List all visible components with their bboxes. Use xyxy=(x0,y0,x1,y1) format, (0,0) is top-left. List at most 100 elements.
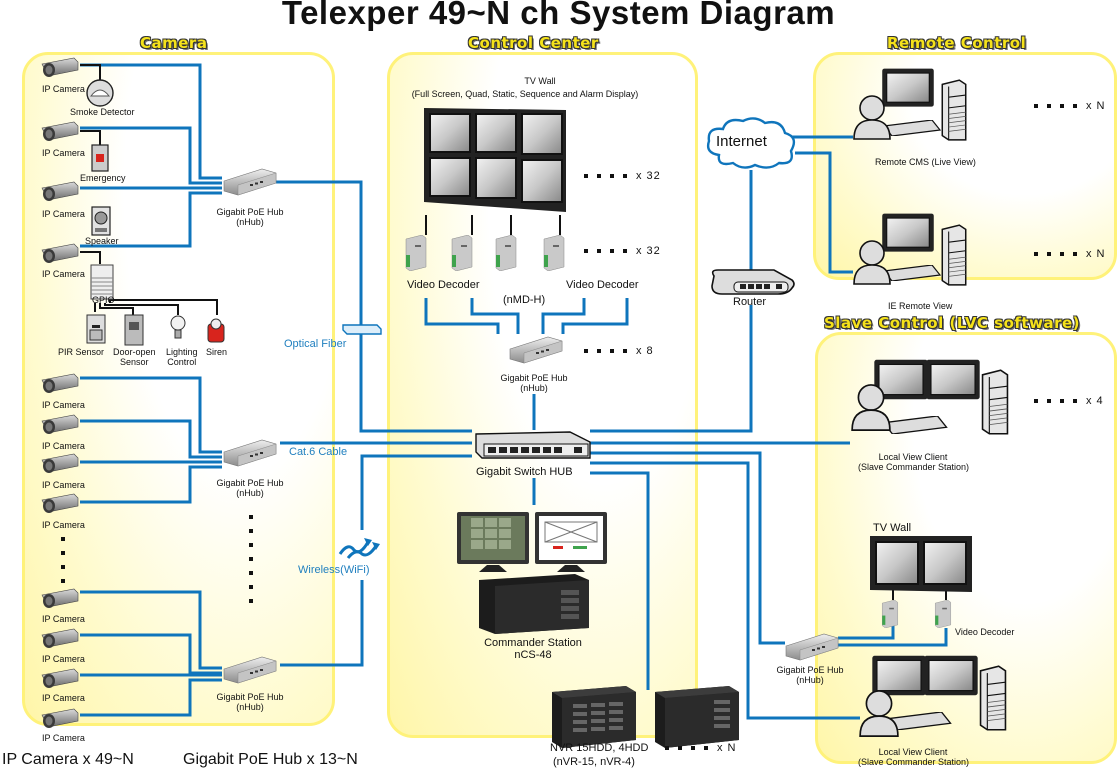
video-decoder-icon xyxy=(494,235,518,271)
poe-hub-label-line1: Gigabit PoE Hub xyxy=(216,478,284,488)
wire xyxy=(280,580,364,667)
internet-cloud-icon xyxy=(706,117,796,169)
decoder-count: x 32 xyxy=(584,245,661,257)
ip-camera-label: IP Camera xyxy=(42,209,85,219)
tv-wall-subtitle: (Full Screen, Quad, Static, Sequence and… xyxy=(411,89,639,99)
ip-camera-icon xyxy=(40,492,80,516)
tv-wall-count: x 32 xyxy=(584,170,661,182)
wireless-wifi-label: Wireless(WiFi) xyxy=(298,564,370,576)
remote-control-panel-title: Remote Control xyxy=(887,34,1027,52)
poe-hub-icon xyxy=(784,632,840,662)
wire xyxy=(80,126,222,185)
wire xyxy=(424,298,500,334)
ip-camera-icon xyxy=(40,120,80,144)
nvr-model-label: (nVR-15, nVR-4) xyxy=(553,756,635,768)
gpio-box-icon xyxy=(90,264,114,300)
footer-camera-count: IP Camera x 49~N xyxy=(2,751,134,768)
user-icon xyxy=(852,239,892,285)
wire xyxy=(80,376,222,454)
poe-hub-icon xyxy=(222,655,278,685)
poe-hub-label-line1: Gigabit PoE Hub xyxy=(500,373,568,383)
ip-camera-label: IP Camera xyxy=(42,520,85,530)
commander-monitor-right-icon xyxy=(535,512,607,572)
wire xyxy=(80,678,222,717)
commander-station-label-line1: Commander Station xyxy=(484,637,582,649)
local-view-client-label-line1: Local View Client xyxy=(878,452,948,462)
slave-video-decoder-label: Video Decoder xyxy=(955,627,1015,637)
sensor-wire xyxy=(80,251,101,264)
wire xyxy=(795,151,853,274)
nvr-15hdd-icon xyxy=(543,682,643,752)
poe-hub-label-line2: (nHub) xyxy=(236,488,264,498)
wire xyxy=(360,454,472,530)
wire xyxy=(470,298,520,334)
wire xyxy=(590,451,785,645)
poe-hub-label: Gigabit PoE Hub(nHub) xyxy=(216,478,284,498)
poe-hub-label-line2: (nHub) xyxy=(520,383,548,393)
more-cameras-ellipsis xyxy=(61,537,65,593)
light-bulb-icon xyxy=(170,315,186,339)
smoke-detector-label: Smoke Detector xyxy=(70,107,135,117)
video-decoder-label: Video Decoder xyxy=(407,279,480,291)
poe-hub-label-line2: (nHub) xyxy=(236,217,264,227)
poe-hub-label: Gigabit PoE Hub(nHub) xyxy=(216,207,284,227)
poe-hub-label-line1: Gigabit PoE Hub xyxy=(216,207,284,217)
emergency-label: Emergency xyxy=(80,173,126,183)
wire xyxy=(590,305,753,433)
ip-camera-icon xyxy=(40,707,80,731)
gigabit-switch-label: Gigabit Switch HUB xyxy=(476,466,573,478)
ie-remote-view-count-text: x N xyxy=(1086,248,1106,260)
decoder-model-label: (nMD-H) xyxy=(503,294,546,306)
video-decoder-icon xyxy=(933,600,953,628)
control-center-panel-title: Control Center xyxy=(468,34,599,52)
pir-sensor-label: PIR Sensor xyxy=(58,347,105,357)
remote-cms-count: x N xyxy=(1034,100,1106,112)
ip-camera-icon xyxy=(40,627,80,651)
remote-cms-count-text: x N xyxy=(1086,100,1106,112)
ip-camera-icon xyxy=(40,242,80,266)
video-decoder-icon xyxy=(404,235,428,271)
ip-camera-label: IP Camera xyxy=(42,654,85,664)
local-view-client-count: x 4 xyxy=(1034,395,1104,407)
door-open-sensor-label-line2: Sensor xyxy=(120,357,149,367)
wire xyxy=(838,628,948,647)
gigabit-switch-icon xyxy=(475,431,591,459)
ip-camera-label: IP Camera xyxy=(42,84,85,94)
local-view-client-count-text: x 4 xyxy=(1086,395,1104,407)
video-decoder-icon xyxy=(880,600,900,628)
poe-hub-icon xyxy=(222,438,278,468)
wire xyxy=(80,465,222,504)
poe-hub-label: Gigabit PoE Hub(nHub) xyxy=(500,373,568,393)
router-icon xyxy=(711,269,795,295)
sensor-wire xyxy=(80,130,101,145)
local-view-client-label-line2: (Slave Commander Station) xyxy=(858,462,970,472)
pc-tower-icon xyxy=(978,664,1008,732)
siren-label: Siren xyxy=(206,347,228,357)
local-view-client-label-line2: (Slave Commander Station) xyxy=(858,757,970,767)
commander-station-label-line2: nCS-48 xyxy=(514,649,552,661)
ip-camera-icon xyxy=(40,587,80,611)
internet-label: Internet xyxy=(716,133,767,150)
wire xyxy=(80,419,222,459)
ip-camera-label: IP Camera xyxy=(42,400,85,410)
siren-icon xyxy=(207,318,225,343)
tv-wall-title: TV Wall xyxy=(524,76,556,86)
monitor-icon xyxy=(922,648,980,710)
speaker-icon xyxy=(91,206,111,236)
ip-camera-label: IP Camera xyxy=(42,733,85,743)
ip-camera-icon xyxy=(40,372,80,396)
hub-count: x 8 xyxy=(584,345,654,357)
ip-camera-label: IP Camera xyxy=(42,480,85,490)
user-icon xyxy=(858,688,900,738)
remote-cms-label: Remote CMS (Live View) xyxy=(875,157,976,167)
wire xyxy=(80,633,222,675)
hub-count-text: x 8 xyxy=(636,345,654,357)
nvr-count-text: x N xyxy=(717,742,737,754)
smoke-detector-icon xyxy=(86,79,114,107)
poe-hub-label-line1: Gigabit PoE Hub xyxy=(776,665,844,675)
local-view-client-label: Local View Client(Slave Commander Statio… xyxy=(858,747,970,767)
local-view-client-workstation xyxy=(858,648,1038,744)
nvr-label: NVR 15HDD, 4HDD xyxy=(550,742,649,754)
slave-control-panel-title: Slave Control (LVC software) xyxy=(824,314,1080,332)
